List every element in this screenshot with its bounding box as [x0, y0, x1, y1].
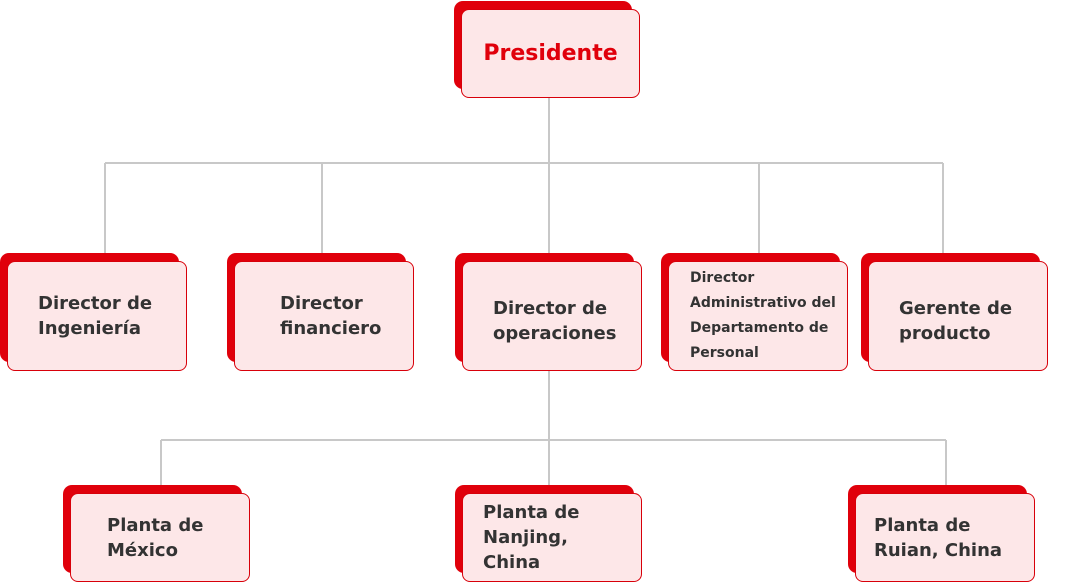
- node-card: Director de Ingeniería: [7, 261, 187, 371]
- node-card: Director Administrativo del Departamento…: [668, 261, 848, 371]
- node-card: Gerente de producto: [868, 261, 1048, 371]
- node-label: Director Administrativo del Departamento…: [690, 270, 836, 361]
- node-card: Planta de Ruian, China: [855, 493, 1035, 582]
- node-card: Planta de México: [70, 493, 250, 582]
- node-label: Planta de México: [107, 514, 204, 561]
- node-label: Gerente de producto: [899, 298, 1013, 344]
- node-label: Director de Ingeniería: [38, 293, 153, 339]
- node-label: Planta de Ruian, China: [874, 514, 1003, 561]
- node-label: Presidente: [483, 41, 618, 66]
- node-card: Presidente: [461, 9, 640, 98]
- node-card: Director de operaciones: [462, 261, 642, 371]
- node-label: Planta de Nanjing, China: [483, 502, 580, 573]
- node-label: Director financiero: [280, 293, 382, 339]
- node-card: Planta de Nanjing, China: [462, 493, 642, 582]
- node-label: Director de operaciones: [493, 298, 617, 344]
- node-card: Director financiero: [234, 261, 414, 371]
